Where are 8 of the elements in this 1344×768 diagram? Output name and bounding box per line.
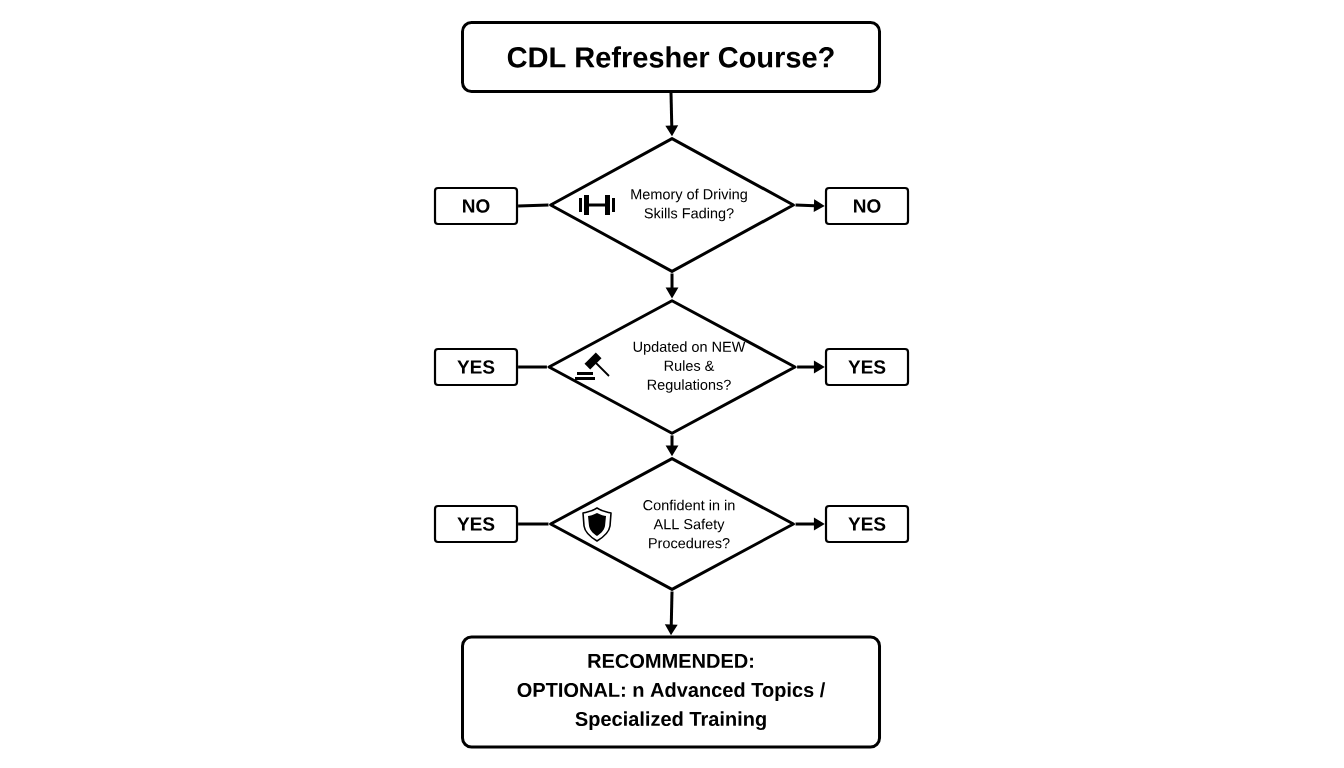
result-box: RECOMMENDED: OPTIONAL: n Advanced Topics / Specialized Training	[461, 635, 881, 749]
answer-box: YES	[433, 347, 519, 387]
answer-box: YES	[433, 504, 519, 544]
answer-box: NO	[433, 186, 519, 226]
answer-box: YES	[824, 347, 910, 387]
answer-box: YES	[824, 504, 910, 544]
title-box: CDL Refresher Course?	[461, 21, 881, 93]
answer-box: NO	[824, 186, 910, 226]
